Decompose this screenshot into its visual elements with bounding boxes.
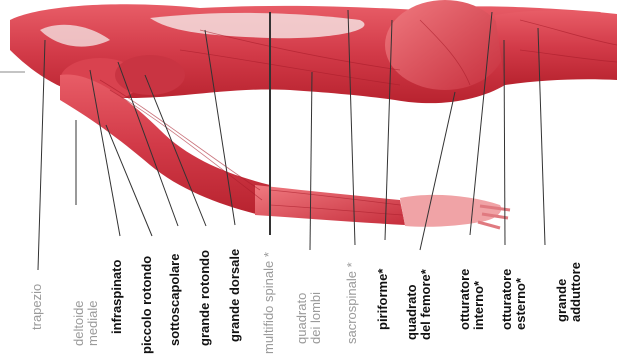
label-sacrospinale: sacrospinale * [345,262,359,344]
hand [400,195,501,227]
label-quadrato-femore: quadrato del femore* [405,269,433,340]
label-quadrato-lombi: quadrato dei lombi [295,292,323,344]
label-piccolo-rotondo: piccolo rotondo [140,256,154,354]
label-otturatore-esterno: otturatore esterno* [500,269,528,330]
label-otturatore-interno: otturatore interno* [458,269,486,330]
shoulder-muscle-2 [115,55,185,95]
label-grande-rotondo: grande rotondo [198,250,212,346]
label-trapezio: trapezio [30,284,44,330]
label-grande-dorsale: grande dorsale [228,249,242,342]
label-piriforme: piriforme* [376,269,390,330]
thigh-muscles [495,10,617,85]
label-infraspinato: infraspinato [110,260,124,334]
label-deltoide-mediale: deltoide mediale [72,300,100,346]
label-multifido-spinale: multifido spinale * [262,252,276,354]
gluteal-mass [385,0,505,90]
label-grande-adduttore: grande adduttore [555,262,583,322]
label-sottoscapolare: sottoscapolare [168,254,182,346]
